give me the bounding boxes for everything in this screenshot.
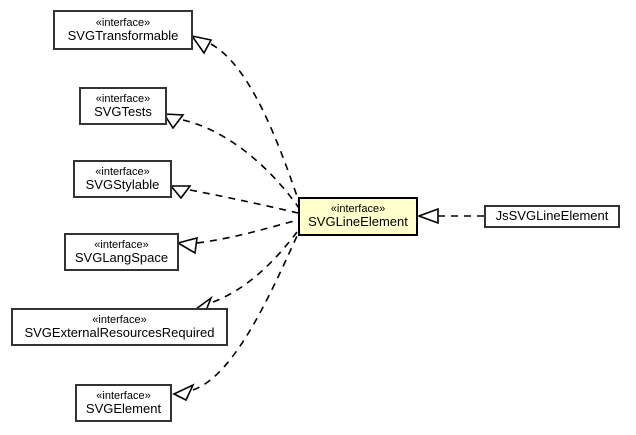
node-js-svg-line-element[interactable]: JsSVGLineElement (484, 205, 620, 228)
class-name-label: SVGTests (94, 103, 152, 119)
class-name-label: SVGTransformable (67, 27, 179, 43)
stereotype-label: «interface» (95, 165, 150, 178)
edge-svg-line-element-to-svg-tests (162, 113, 300, 209)
class-name-label: SVGExternalResourcesRequired (24, 324, 215, 340)
class-name-label: SVGStylable (85, 176, 160, 192)
class-name-label: JsSVGLineElement (495, 208, 609, 224)
class-name-label: SVGLineElement (308, 214, 408, 230)
stereotype-label: «interface» (95, 16, 151, 29)
node-svg-stylable[interactable]: «interface» SVGStylable (73, 160, 172, 198)
class-name-label: SVGElement (85, 400, 162, 416)
edge-svg-line-element-to-svg-external-resources-required (194, 231, 298, 315)
stereotype-label: «interface» (96, 389, 151, 402)
stereotype-label: «interface» (94, 238, 149, 251)
edge-svg-line-element-to-svg-stylable (169, 185, 299, 214)
edge-js-svg-line-element-to-svg-line-element (416, 207, 484, 225)
stereotype-label: «interface» (330, 203, 386, 216)
stereotype-label: «interface» (95, 92, 151, 105)
edge-svg-line-element-to-svg-transformable (190, 34, 301, 206)
node-svg-element[interactable]: «interface» SVGElement (75, 384, 172, 422)
edge-svg-line-element-to-svg-lang-space (175, 219, 299, 255)
class-name-label: SVGLangSpace (74, 249, 169, 265)
node-svg-line-element[interactable]: «interface» SVGLineElement (298, 197, 418, 236)
node-svg-tests[interactable]: «interface» SVGTests (79, 87, 167, 125)
node-svg-transformable[interactable]: «interface» SVGTransformable (53, 10, 193, 50)
stereotype-label: «interface» (92, 313, 147, 326)
node-svg-external-resources-required[interactable]: «interface» SVGExternalResourcesRequired (11, 308, 228, 346)
node-svg-lang-space[interactable]: «interface» SVGLangSpace (64, 233, 179, 271)
